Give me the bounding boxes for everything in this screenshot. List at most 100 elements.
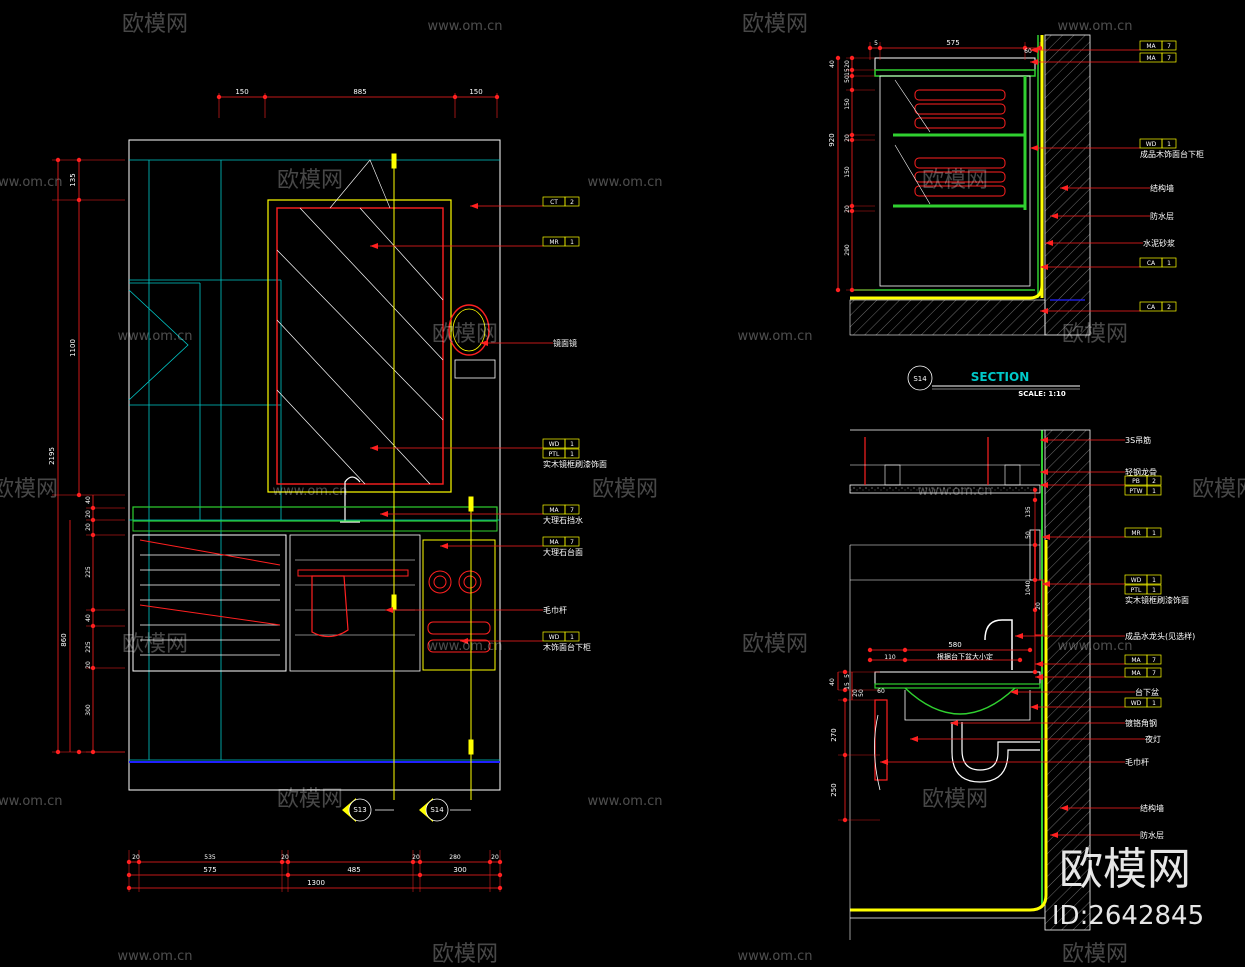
callout-tag-number: 1 xyxy=(1152,700,1156,707)
section-title-code: S14 xyxy=(913,375,927,383)
dimension-tick xyxy=(1032,607,1038,613)
section-top-view xyxy=(849,34,1091,336)
callout-tag: WD xyxy=(1131,577,1142,584)
callout-text: 轻钢龙骨 xyxy=(1125,467,1157,477)
dimension-text: 50 xyxy=(844,75,851,83)
dimension-tick xyxy=(867,45,873,51)
dimension-text: 40 xyxy=(85,496,92,504)
towel-bar-icon xyxy=(297,569,409,577)
callout-text: 台下盆 xyxy=(1135,687,1159,697)
dimension-tick xyxy=(497,872,503,878)
dimension-text: 20 xyxy=(844,60,851,68)
dimension-text: 20 xyxy=(844,134,851,142)
watermark-url: www.om.cn xyxy=(273,484,348,499)
dimension-text: 60 xyxy=(877,688,885,695)
dimension-text: 1040 xyxy=(1025,580,1032,595)
dimension-text: 50 xyxy=(858,689,865,697)
dimension-text: 280 xyxy=(449,854,461,861)
dimension-text: 885 xyxy=(353,88,366,96)
watermark-url: www.om.cn xyxy=(588,794,663,809)
callout-tag: WD xyxy=(549,634,560,641)
section-bottom-view xyxy=(849,429,1091,940)
dimension-tick xyxy=(1032,669,1038,675)
watermark-url: www.om.cn xyxy=(118,949,193,964)
callout-tag: MA xyxy=(1131,670,1141,677)
dimension-text: 5 xyxy=(844,674,851,678)
callout-text: 大理石台面 xyxy=(543,547,583,557)
section-marker-code: S14 xyxy=(430,806,444,814)
elevation-view xyxy=(128,139,501,811)
dimension-tick xyxy=(279,859,285,865)
callout-tag: CA xyxy=(1147,260,1156,267)
callout-tag-number: 1 xyxy=(1152,587,1156,594)
callout-tag-number: 7 xyxy=(570,539,574,546)
watermark-url: www.om.cn xyxy=(428,19,503,34)
watermark-brand: 欧模网 xyxy=(742,632,808,657)
watermark-url: www.om.cn xyxy=(738,949,813,964)
callout-text: 3S吊筋 xyxy=(1125,435,1151,445)
callout-tag: CT xyxy=(550,199,558,206)
dimension-tick xyxy=(452,94,458,100)
callout-tag-number: 7 xyxy=(1152,670,1156,677)
dimension-text: 150 xyxy=(469,88,482,96)
dimension-tick xyxy=(1017,657,1023,663)
floor-slab xyxy=(849,299,1046,336)
callout-tag-number: 7 xyxy=(1152,657,1156,664)
dimension-text: 1300 xyxy=(307,879,325,887)
dimension-tick xyxy=(902,657,908,663)
towel-rail-section-icon xyxy=(874,699,888,781)
dimension-text: 575 xyxy=(946,39,959,47)
callout-text: 毛巾杆 xyxy=(543,605,567,615)
watermark-brand: 欧模网 xyxy=(1062,322,1128,347)
dimension-text: 20 xyxy=(852,689,859,697)
callout-text: 成品木饰面台下柜 xyxy=(1140,149,1204,159)
callout-text: 夜灯 xyxy=(1145,734,1161,744)
dimension-tick xyxy=(90,665,96,671)
faucet-icon xyxy=(344,476,361,522)
callout-tag-number: 1 xyxy=(570,634,574,641)
callout-tag-number: 1 xyxy=(1152,530,1156,537)
dimension-tick xyxy=(1032,577,1038,583)
watermark-brand: 欧模网 xyxy=(122,12,188,37)
callout-tag: WD xyxy=(1131,700,1142,707)
watermark-brand: 欧模网 xyxy=(0,477,58,502)
callout-tag: PTL xyxy=(549,451,560,458)
undermount-basin-icon xyxy=(904,687,1016,715)
callout-text: 结构墙 xyxy=(1150,183,1174,193)
callout-text: 镜面镜 xyxy=(553,338,577,348)
dimension-tick xyxy=(1027,647,1033,653)
section-scale: SCALE: 1:10 xyxy=(1018,390,1066,398)
callout-tag: PTL xyxy=(1131,587,1142,594)
dimension-text: 150 xyxy=(844,98,851,110)
dimension-tick xyxy=(90,505,96,511)
dimension-text: 20 xyxy=(132,854,140,861)
callout-tag-number: 2 xyxy=(1167,304,1171,311)
cabinet-left xyxy=(132,534,287,672)
watermark-brand-large: 欧模网 xyxy=(1059,844,1191,895)
dimension-tick xyxy=(1032,487,1038,493)
watermark-brand: 欧模网 xyxy=(1192,477,1245,502)
callout-tag: WD xyxy=(549,441,560,448)
watermark-brand: 欧模网 xyxy=(592,477,658,502)
section-marker-bubble xyxy=(425,798,449,822)
dimension-tick xyxy=(90,623,96,629)
watermark-brand: 欧模网 xyxy=(432,322,498,347)
rolled-towels-icon xyxy=(427,570,491,653)
mirror-glass xyxy=(276,207,444,485)
dimension-text: 290 xyxy=(844,244,851,256)
dimension-tick xyxy=(90,532,96,538)
dimension-text: 40 xyxy=(85,614,92,622)
dimension-text: 20 xyxy=(1035,602,1042,610)
dimension-tick xyxy=(417,872,423,878)
dimension-text: 920 xyxy=(828,133,836,146)
watermark-brand: 欧模网 xyxy=(277,787,343,812)
dimension-tick xyxy=(216,94,222,100)
dimension-tick xyxy=(285,872,291,878)
callout-tag: MA xyxy=(1146,43,1156,50)
dimension-tick xyxy=(867,657,873,663)
dimension-text: 150 xyxy=(235,88,248,96)
callout-text: 结构墙 xyxy=(1140,803,1164,813)
